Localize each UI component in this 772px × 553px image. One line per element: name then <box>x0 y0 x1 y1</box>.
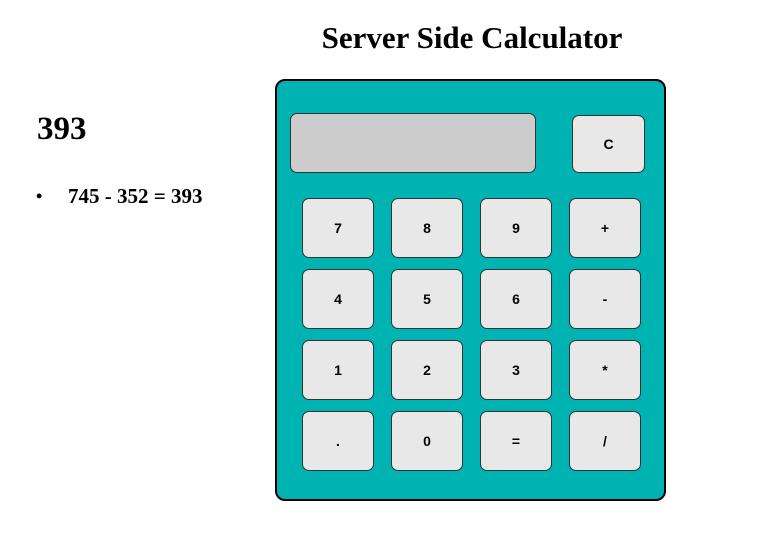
bullet-icon: • <box>36 186 43 206</box>
add-button[interactable]: + <box>569 198 641 258</box>
history-list: • 745 - 352 = 393 <box>30 182 202 210</box>
digit-4-button[interactable]: 4 <box>302 269 374 329</box>
digit-6-button[interactable]: 6 <box>480 269 552 329</box>
digit-5-button[interactable]: 5 <box>391 269 463 329</box>
digit-1-button[interactable]: 1 <box>302 340 374 400</box>
divide-button[interactable]: / <box>569 411 641 471</box>
page-title: Server Side Calculator <box>321 20 623 55</box>
equals-button[interactable]: = <box>480 411 552 471</box>
digit-8-button[interactable]: 8 <box>391 198 463 258</box>
multiply-button[interactable]: * <box>569 340 641 400</box>
clear-button[interactable]: C <box>572 115 645 173</box>
result-value: 393 <box>37 111 87 147</box>
digit-0-button[interactable]: 0 <box>391 411 463 471</box>
digit-7-button[interactable]: 7 <box>302 198 374 258</box>
calculator: C 7 8 9 + 4 5 6 - 1 2 3 * . 0 = / <box>275 79 666 501</box>
history-item-text: 745 - 352 = 393 <box>68 184 203 208</box>
digit-3-button[interactable]: 3 <box>480 340 552 400</box>
history-item: • 745 - 352 = 393 <box>30 182 202 210</box>
digit-9-button[interactable]: 9 <box>480 198 552 258</box>
decimal-button[interactable]: . <box>302 411 374 471</box>
calculator-display <box>290 113 536 173</box>
digit-2-button[interactable]: 2 <box>391 340 463 400</box>
subtract-button[interactable]: - <box>569 269 641 329</box>
